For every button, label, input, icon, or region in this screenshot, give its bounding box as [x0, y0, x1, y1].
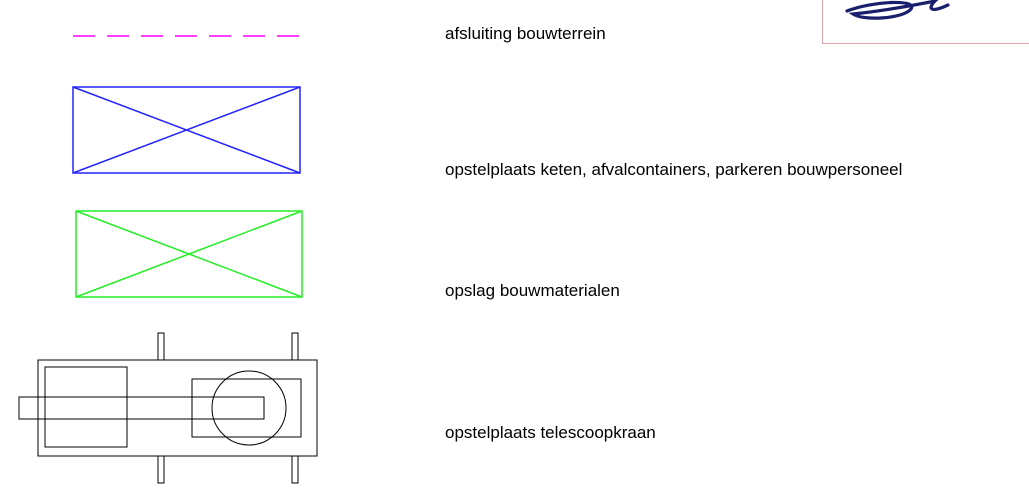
material-storage-area-symbol	[75, 210, 303, 298]
legend-label-fence: afsluiting bouwterrein	[445, 24, 606, 43]
legend-label-site-huts: opstelplaats keten, afvalcontainers, par…	[445, 160, 903, 179]
legend-label-crane: opstelplaats telescoopkraan	[445, 423, 656, 442]
outrigger-front-bottom	[157, 455, 165, 484]
signature-scribble	[845, 0, 950, 20]
outrigger-rear-top	[291, 332, 299, 361]
outrigger-front-top	[157, 332, 165, 361]
crane-cab	[44, 366, 128, 448]
site-huts-parking-area-symbol	[72, 86, 301, 174]
crane-turntable	[191, 378, 302, 438]
outrigger-rear-bottom	[291, 455, 299, 484]
crane-chassis	[37, 359, 318, 457]
telescopic-crane-symbol	[18, 332, 318, 484]
crane-boom	[18, 396, 265, 420]
crane-slewing-ring	[211, 370, 287, 446]
legend-label-material-storage: opslag bouwmaterialen	[445, 281, 620, 300]
signature-box	[822, 0, 1029, 44]
